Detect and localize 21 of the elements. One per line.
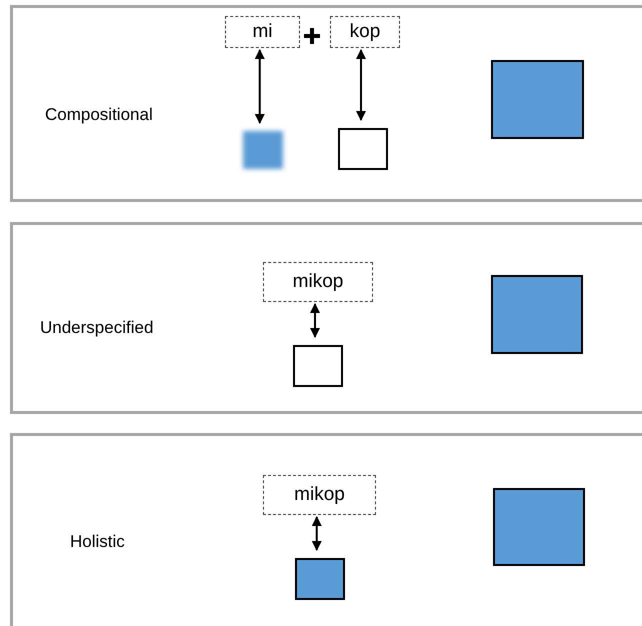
empty-square bbox=[338, 128, 388, 170]
panel-frame bbox=[10, 222, 642, 414]
filled-square bbox=[491, 275, 583, 354]
panel-label: Compositional bbox=[45, 105, 153, 125]
panel-frame bbox=[10, 5, 642, 202]
double-arrow bbox=[310, 303, 320, 338]
blurred-square bbox=[243, 131, 283, 169]
word-box: mi bbox=[225, 16, 300, 48]
word-box: mikop bbox=[263, 262, 373, 302]
double-arrow bbox=[254, 49, 265, 124]
word-box: kop bbox=[330, 16, 400, 48]
double-arrow bbox=[312, 516, 322, 551]
empty-square bbox=[293, 345, 343, 387]
panel-label: Underspecified bbox=[40, 318, 154, 338]
panel-label: Holistic bbox=[70, 532, 125, 552]
filled-square bbox=[493, 488, 585, 566]
word-box: mikop bbox=[263, 475, 376, 515]
filled-square bbox=[491, 60, 584, 139]
double-arrow bbox=[356, 49, 366, 121]
filled-square bbox=[295, 558, 345, 600]
panel-frame bbox=[10, 433, 642, 626]
